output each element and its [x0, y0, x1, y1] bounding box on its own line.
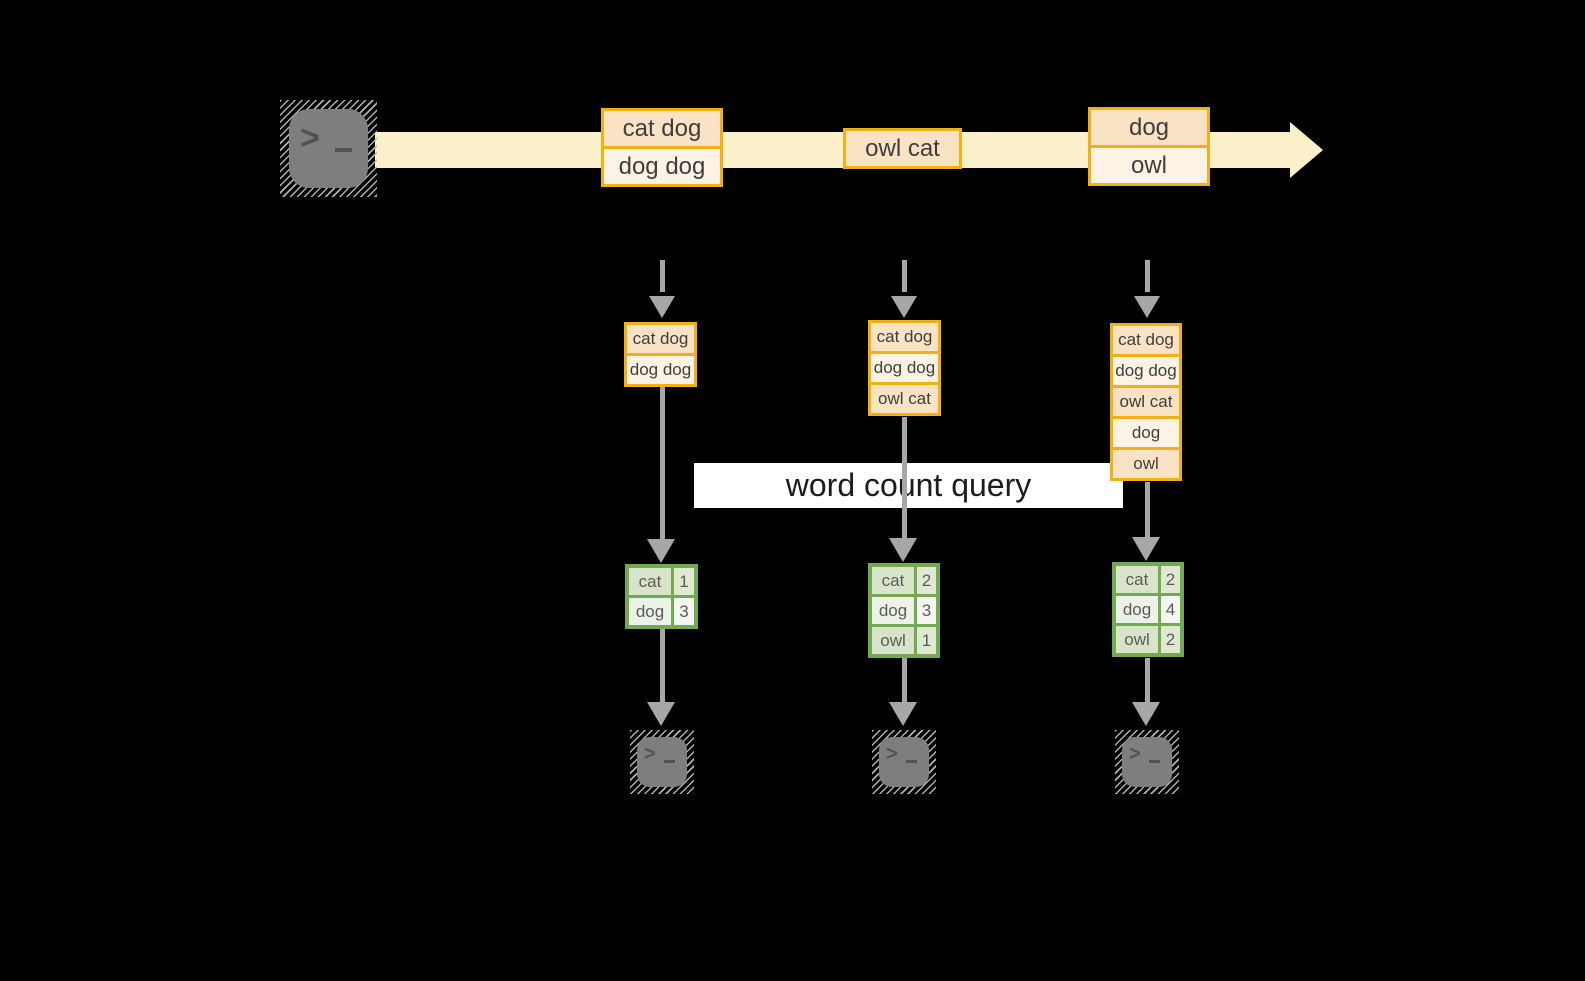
batch-row: owl cat	[846, 131, 959, 166]
arrow-down-icon	[1132, 537, 1160, 561]
dashed-line	[1145, 260, 1150, 292]
batch-row: dog	[1091, 110, 1207, 145]
arrow-down-icon	[891, 296, 917, 318]
flow-line	[660, 387, 665, 540]
input-row: dog dog	[1113, 354, 1179, 385]
flow-line	[660, 628, 665, 702]
input-row: cat dog	[871, 323, 938, 351]
input-row: owl cat	[871, 382, 938, 413]
batch-row: dog dog	[604, 146, 720, 184]
prompt-underscore-icon	[664, 760, 675, 763]
terminal-screen: >	[637, 737, 687, 787]
result-count: 4	[1161, 596, 1180, 623]
result-count: 1	[674, 568, 694, 595]
terminal-screen: >	[289, 109, 368, 188]
input-row: dog dog	[627, 353, 694, 384]
query-label: word count query	[694, 463, 1123, 508]
result-row: cat 2	[872, 567, 936, 594]
result-word: owl	[1116, 626, 1161, 653]
input-table-1: cat dog dog dog	[624, 322, 697, 387]
arrow-down-icon	[647, 539, 675, 563]
result-count: 3	[674, 598, 694, 625]
result-count: 1	[917, 627, 936, 654]
batch-row: owl	[1091, 145, 1207, 183]
result-count: 2	[1161, 566, 1180, 593]
input-row: dog dog	[871, 351, 938, 382]
prompt-chevron-icon: >	[300, 119, 320, 157]
arrow-down-icon	[647, 702, 675, 726]
flow-line	[1145, 658, 1150, 702]
arrow-down-icon	[1134, 296, 1160, 318]
dashed-line	[660, 260, 665, 292]
prompt-chevron-icon: >	[886, 743, 898, 765]
input-row: owl	[1113, 447, 1179, 478]
input-table-3: cat dog dog dog owl cat dog owl	[1110, 323, 1182, 481]
flow-line	[1145, 482, 1150, 540]
arrow-down-icon	[889, 538, 917, 562]
input-row: owl cat	[1113, 385, 1179, 416]
result-word: cat	[1116, 566, 1161, 593]
prompt-chevron-icon: >	[1129, 743, 1141, 765]
result-word: cat	[872, 567, 917, 594]
flow-line	[902, 417, 907, 540]
result-row: dog 3	[629, 595, 694, 625]
result-word: cat	[629, 568, 674, 595]
prompt-chevron-icon: >	[644, 743, 656, 765]
result-row: dog 4	[1116, 593, 1180, 623]
result-row: owl 1	[872, 624, 936, 654]
result-row: owl 2	[1116, 623, 1180, 653]
terminal-icon-sink-2: >	[872, 730, 936, 794]
input-row: cat dog	[627, 325, 694, 353]
prompt-underscore-icon	[1149, 760, 1160, 763]
arrow-down-icon	[889, 702, 917, 726]
result-word: dog	[1116, 596, 1161, 623]
result-row: cat 1	[629, 568, 694, 595]
input-row: cat dog	[1113, 326, 1179, 354]
result-table-3: cat 2 dog 4 owl 2	[1112, 562, 1184, 657]
result-word: dog	[629, 598, 674, 625]
input-row: dog	[1113, 416, 1179, 447]
result-count: 2	[917, 567, 936, 594]
timeline-batch-2: owl cat	[843, 128, 962, 169]
arrow-down-icon	[1132, 702, 1160, 726]
result-table-1: cat 1 dog 3	[625, 564, 698, 629]
batch-row: cat dog	[604, 111, 720, 146]
prompt-underscore-icon	[906, 760, 917, 763]
arrow-right-icon	[1290, 122, 1323, 178]
result-count: 3	[917, 597, 936, 624]
timeline-batch-3: dog owl	[1088, 107, 1210, 186]
timeline-batch-1: cat dog dog dog	[601, 108, 723, 187]
terminal-icon-sink-1: >	[630, 730, 694, 794]
result-row: cat 2	[1116, 566, 1180, 593]
result-count: 2	[1161, 626, 1180, 653]
terminal-screen: >	[1122, 737, 1172, 787]
result-word: owl	[872, 627, 917, 654]
result-row: dog 3	[872, 594, 936, 624]
prompt-underscore-icon	[335, 148, 352, 152]
flow-line	[902, 658, 907, 702]
terminal-icon-source: >	[280, 100, 377, 197]
input-table-2: cat dog dog dog owl cat	[868, 320, 941, 416]
dashed-line	[902, 260, 907, 292]
result-word: dog	[872, 597, 917, 624]
terminal-screen: >	[879, 737, 929, 787]
terminal-icon-sink-3: >	[1115, 730, 1179, 794]
result-table-2: cat 2 dog 3 owl 1	[868, 563, 940, 658]
arrow-down-icon	[649, 296, 675, 318]
